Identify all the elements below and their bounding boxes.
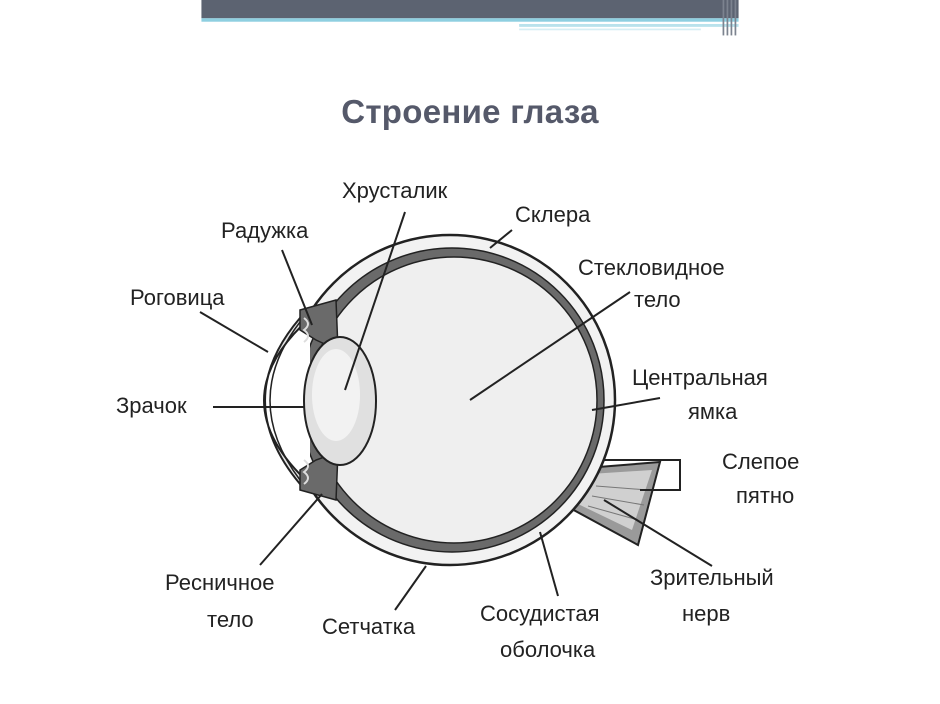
header-blue-stripe [201, 18, 739, 22]
label-choroid-line2: оболочка [500, 637, 596, 662]
label-optic-nerve-line1: Зрительный [650, 565, 774, 590]
label-fovea-line2: ямка [688, 399, 738, 424]
slide-header-bar [201, 0, 739, 36]
label-sclera: Склера [515, 202, 591, 227]
label-retina: Сетчатка [322, 614, 416, 639]
label-optic-nerve-line2: нерв [682, 601, 730, 626]
header-dark-stripe [201, 0, 739, 19]
label-pupil: Зрачок [116, 393, 187, 418]
label-ciliary-line2: тело [207, 607, 254, 632]
header-edge-lines [722, 0, 737, 36]
label-vitreous-line1: Стекловидное [578, 255, 725, 280]
header-accent-stripe-thin [519, 28, 701, 31]
label-choroid-line1: Сосудистая [480, 601, 600, 626]
label-ciliary-line1: Ресничное [165, 570, 274, 595]
slide-title: Строение глаза [341, 93, 599, 130]
label-blind-spot-line1: Слепое [722, 449, 799, 474]
label-vitreous-line2: тело [634, 287, 681, 312]
header-accent-stripe [519, 24, 739, 27]
blind-spot-box [576, 459, 681, 491]
label-iris: Радужка [221, 218, 309, 243]
label-cornea: Роговица [130, 285, 225, 310]
label-lens: Хрусталик [342, 178, 448, 203]
label-blind-spot-line2: пятно [736, 483, 794, 508]
leader-lines [199, 211, 713, 611]
label-fovea-line1: Центральная [632, 365, 768, 390]
